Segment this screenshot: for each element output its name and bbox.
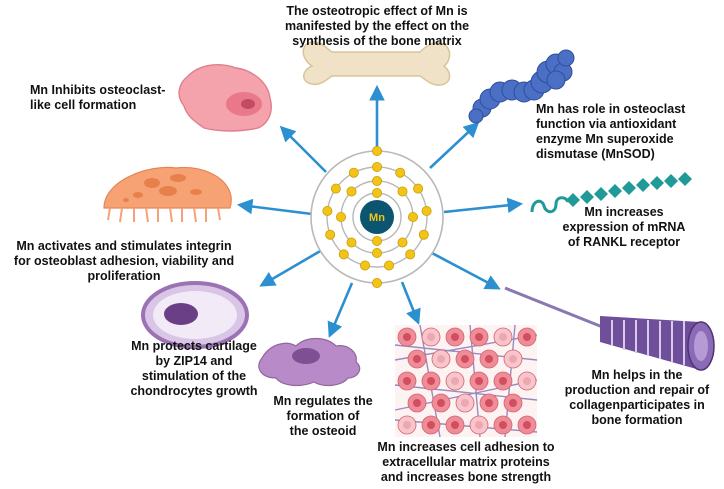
label-adhesion: Mn increases cell adhesion to extracellu…	[377, 440, 555, 484]
arrow-to-osteoblast	[236, 198, 313, 216]
matrix-cell-nucleus	[499, 333, 507, 341]
matrix-cell-nucleus	[499, 421, 507, 429]
electron	[348, 167, 359, 178]
electron	[335, 211, 346, 222]
electron	[346, 186, 357, 197]
label-bone-matrix: The osteotropic effect of Mn is manifest…	[284, 4, 470, 48]
matrix-cell-nucleus	[403, 421, 411, 429]
electron	[405, 249, 416, 260]
matrix-cell-nucleus	[499, 377, 507, 385]
electron	[371, 247, 382, 258]
electron	[346, 237, 357, 248]
electron	[371, 277, 382, 288]
electron	[418, 229, 429, 240]
manganese-atom: Mn	[310, 145, 444, 288]
electron	[397, 186, 408, 197]
matrix-cell-nucleus	[427, 421, 435, 429]
label-osteoclast: Mn Inhibits osteoclast- like cell format…	[30, 83, 166, 112]
matrix-cell-nucleus	[451, 377, 459, 385]
electron	[330, 183, 341, 194]
matrix-cell-nucleus	[413, 399, 421, 407]
electron	[383, 260, 394, 271]
chondrocyte-icon	[141, 281, 249, 349]
matrix-cell-nucleus	[403, 333, 411, 341]
label-mnsod: Mn has role in osteoclast function via a…	[536, 102, 686, 161]
arrow-to-osteoclast	[279, 125, 327, 173]
electron	[371, 175, 382, 186]
collagen-fiber-icon	[504, 286, 715, 371]
electron	[421, 205, 432, 216]
matrix-cell-nucleus	[509, 355, 517, 363]
arrow-to-protein	[429, 121, 480, 169]
label-integrin: Mn activates and stimulates integrin for…	[13, 239, 235, 283]
electron	[371, 161, 382, 172]
electron	[371, 187, 382, 198]
matrix-cell-nucleus	[403, 377, 411, 385]
matrix-cell-nucleus	[523, 421, 531, 429]
matrix-cell-nucleus	[485, 355, 493, 363]
electron	[407, 211, 418, 222]
label-collagen: Mn helps in the production and repair of…	[564, 368, 710, 427]
electron	[359, 260, 370, 271]
matrix-cell-nucleus	[485, 399, 493, 407]
electron	[397, 237, 408, 248]
electron	[371, 145, 382, 156]
electron	[325, 229, 336, 240]
matrix-cell-nucleus	[437, 355, 445, 363]
osteoclast-icon	[178, 64, 272, 132]
electron	[413, 183, 424, 194]
label-osteoid: Mn regulates the formation of the osteoi…	[273, 394, 373, 438]
matrix-cell-nucleus	[427, 377, 435, 385]
electron	[338, 249, 349, 260]
electrons	[322, 145, 432, 288]
matrix-cells	[397, 327, 537, 435]
arrow-to-matrix	[400, 281, 421, 325]
electron	[371, 235, 382, 246]
arrow-to-collagen	[429, 250, 501, 290]
label-rankl: Mn increases expression of mRNA of RANKL…	[562, 205, 686, 249]
matrix-cell-nucleus	[475, 333, 483, 341]
electron	[395, 167, 406, 178]
nucleus	[360, 200, 394, 234]
matrix-cell-nucleus	[475, 421, 483, 429]
matrix-cell-nucleus	[523, 377, 531, 385]
arrow-to-mrna	[443, 197, 524, 214]
matrix-cell-nucleus	[509, 399, 517, 407]
nucleus-symbol: Mn	[369, 212, 385, 224]
matrix-cell-nucleus	[437, 399, 445, 407]
matrix-cell-nucleus	[427, 333, 435, 341]
matrix-cell-nucleus	[461, 355, 469, 363]
matrix-cell-nucleus	[451, 421, 459, 429]
matrix-cell-nucleus	[475, 377, 483, 385]
mrna-icon	[530, 172, 692, 214]
osteoid-cell-icon	[258, 337, 361, 387]
electron	[322, 205, 333, 216]
matrix-cell-nucleus	[523, 333, 531, 341]
matrix-cell-nucleus	[461, 399, 469, 407]
label-cartilage: Mn protects cartilage by ZIP14 and stimu…	[130, 339, 258, 398]
protein-icon	[468, 49, 575, 124]
arrows	[236, 84, 524, 338]
matrix-cell-nucleus	[451, 333, 459, 341]
extracellular-matrix-icon	[394, 324, 538, 438]
osteoblast-icon	[103, 166, 232, 223]
arrow-to-osteoid	[327, 282, 354, 338]
bone-icon	[302, 41, 451, 86]
arrow-to-chondrocyte	[259, 248, 323, 287]
matrix-cell-nucleus	[413, 355, 421, 363]
